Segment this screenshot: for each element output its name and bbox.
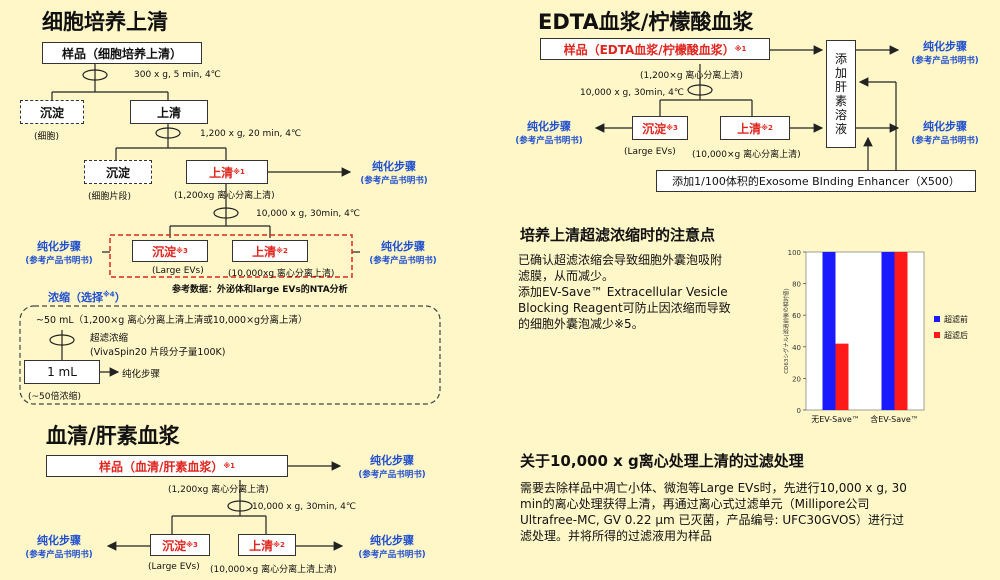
note-mark-1: ※1 [233, 168, 245, 176]
conc-ratio: (~50倍浓缩) [28, 392, 82, 402]
spin-10000g-left: 10,000 x g, 30min, 4℃ [256, 209, 360, 219]
supernatant-3-box: 上清※2 [232, 240, 308, 262]
edta-sample-box: 样品（EDTA血浆/柠檬酸血浆）※1 [540, 38, 770, 60]
conc-1ml-box: 1 mL [24, 360, 100, 384]
conc-method: 超滤浓缩 [90, 333, 129, 344]
sediment-cells-box: 沉淀 [20, 100, 84, 124]
serum-sediment-box: 沉淀※3 [150, 534, 210, 556]
edta-supernatant-box: 上清※2 [720, 116, 790, 140]
x-category-label: 无EV-Save™ [811, 415, 860, 424]
spin-1200g: 1,200 x g, 20 min, 4℃ [200, 129, 302, 139]
supernatant-2-box: 上清※1 [186, 160, 268, 184]
y-tick-label: 20 [792, 375, 801, 383]
y-axis-label: CD63シグナル(滤過前後の相対値) [782, 288, 790, 373]
large-ev-note: (Large EVs) [152, 266, 204, 276]
y-tick-label: 0 [797, 407, 801, 415]
enhancer-box: 添加1/100体积的Exosome BInding Enhancer（X500） [656, 170, 976, 192]
y-tick-label: 60 [792, 312, 801, 320]
legend-label-0: 超滤前 [944, 314, 968, 324]
supernatant-3-note: (10,000xg 离心分离上清) [228, 269, 335, 279]
add-heparin-box: 添加肝素溶液 [826, 40, 856, 148]
filtration-title: 关于10,000 x g离心处理上清的过滤处理 [520, 452, 804, 470]
supernatant-2-label: 上清 [209, 165, 234, 180]
serum-supernatant-box: 上清※2 [238, 534, 296, 556]
supernatant-1-box: 上清 [130, 100, 208, 124]
cell-sample-box: 样品（细胞培养上清） [42, 42, 202, 64]
uf-notes-paragraph: 已确认超滤浓缩会导致细胞外囊泡吸附滤膜，从而减少。添加EV-Save™ Extr… [518, 253, 731, 331]
purify-link-2[interactable]: 纯化步骤(参考产品书明书) [25, 240, 93, 266]
supernatant-2-note: (1,200xg 离心分离上清) [174, 191, 275, 201]
cell-culture-title: 细胞培养上清 [42, 10, 168, 34]
serum-note1: (1,200xg 离心分离上清) [168, 485, 269, 495]
sediment-large-ev-box: 沉淀※3 [132, 240, 208, 262]
edta-spin: 10,000 x g, 30min, 4℃ [580, 88, 684, 98]
legend-swatch-0 [934, 316, 940, 322]
edta-purify-link-2[interactable]: 纯化步骤(参考产品书明书) [911, 120, 979, 146]
nta-reference[interactable]: 参考数据：外泌体和large EVs的NTA分析 [172, 285, 348, 295]
edta-sediment-box: 沉淀※3 [632, 116, 688, 140]
serum-purify-link-2[interactable]: 纯化步骤(参考产品书明书) [25, 534, 93, 560]
edta-sediment-note: (Large EVs) [624, 147, 676, 157]
bar-after-0 [835, 343, 849, 410]
edta-purify-link-3[interactable]: 纯化步骤(参考产品书明书) [515, 120, 583, 146]
conc-purify[interactable]: 纯化步骤 [122, 369, 161, 380]
legend-label-1: 超滤后 [944, 330, 968, 340]
serum-title: 血清/肝素血浆 [46, 424, 180, 448]
spin-300g: 300 x g, 5 min, 4℃ [134, 70, 221, 80]
purify-link-3[interactable]: 纯化步骤(参考产品书明书) [369, 240, 437, 266]
concentration-title: 浓缩（选择※4） [48, 290, 126, 304]
filtration-paragraph: 需要去除样品中凋亡小体、微泡等Large EVs时，先进行10,000 x g,… [520, 481, 907, 543]
sediment-debris-note: (细胞片段) [88, 192, 132, 202]
bar-after-1 [894, 252, 908, 410]
legend-swatch-1 [934, 332, 940, 338]
serum-supernatant-note: (10,000×g 离心分离上清上清) [210, 565, 337, 575]
sediment-cells-note: (细胞) [34, 132, 60, 142]
large-ev-frame [109, 234, 353, 278]
concentration-frame [19, 305, 441, 405]
uf-notes-title: 培养上清超滤浓缩时的注意点 [520, 226, 716, 244]
y-tick-label: 100 [788, 249, 801, 257]
sediment-debris-box: 沉淀 [84, 160, 152, 184]
conc-method-sub: (VivaSpin20 片段分子量100K) [90, 347, 226, 358]
bar-before-0 [822, 252, 836, 410]
x-category-label: 含EV-Save™ [870, 414, 919, 424]
bar-before-1 [881, 252, 895, 410]
serum-spin: 10,000 x g, 30min, 4℃ [252, 502, 356, 512]
y-tick-label: 40 [792, 344, 801, 352]
y-tick-label: 80 [792, 281, 801, 289]
edta-note1: (1,200×g 离心分离上清) [640, 71, 743, 81]
serum-sample-box: 样品（血清/肝素血浆）※1 [46, 455, 288, 477]
serum-sediment-note: (Large EVs) [148, 562, 200, 572]
edta-supernatant-note: (10,000×g 离心分离上清) [692, 150, 801, 160]
edta-purify-link-1[interactable]: 纯化步骤(参考产品书明书) [911, 40, 979, 66]
conc-volume: ~50 mL（1,200×g 离心分离上清上清或10,000×g分离上清） [36, 315, 308, 326]
serum-purify-link-3[interactable]: 纯化步骤(参考产品书明书) [358, 534, 426, 560]
serum-purify-link-1[interactable]: 纯化步骤(参考产品书明书) [358, 454, 426, 480]
purify-link-1[interactable]: 纯化步骤(参考产品书明书) [360, 160, 428, 186]
edta-title: EDTA血浆/柠檬酸血浆 [538, 10, 754, 34]
